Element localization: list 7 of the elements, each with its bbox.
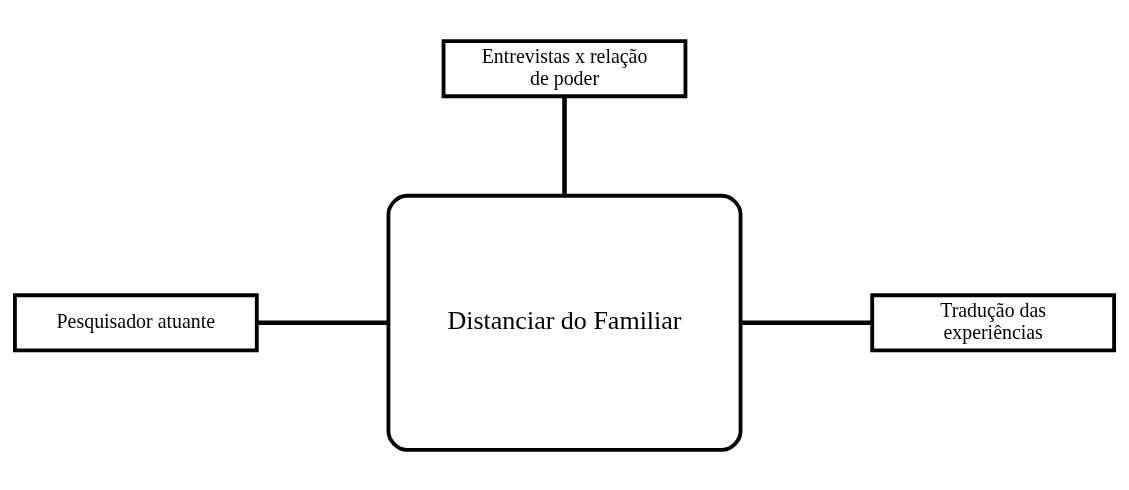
connector xyxy=(562,96,567,195)
node-box: Entrevistas x relação de poder xyxy=(441,38,688,98)
node-box: Tradução das experiências xyxy=(870,292,1116,352)
connector xyxy=(256,320,389,325)
connector xyxy=(740,320,872,325)
node-box: Pesquisador atuante xyxy=(13,292,259,352)
node-box: Distanciar do Familiar xyxy=(386,193,743,452)
